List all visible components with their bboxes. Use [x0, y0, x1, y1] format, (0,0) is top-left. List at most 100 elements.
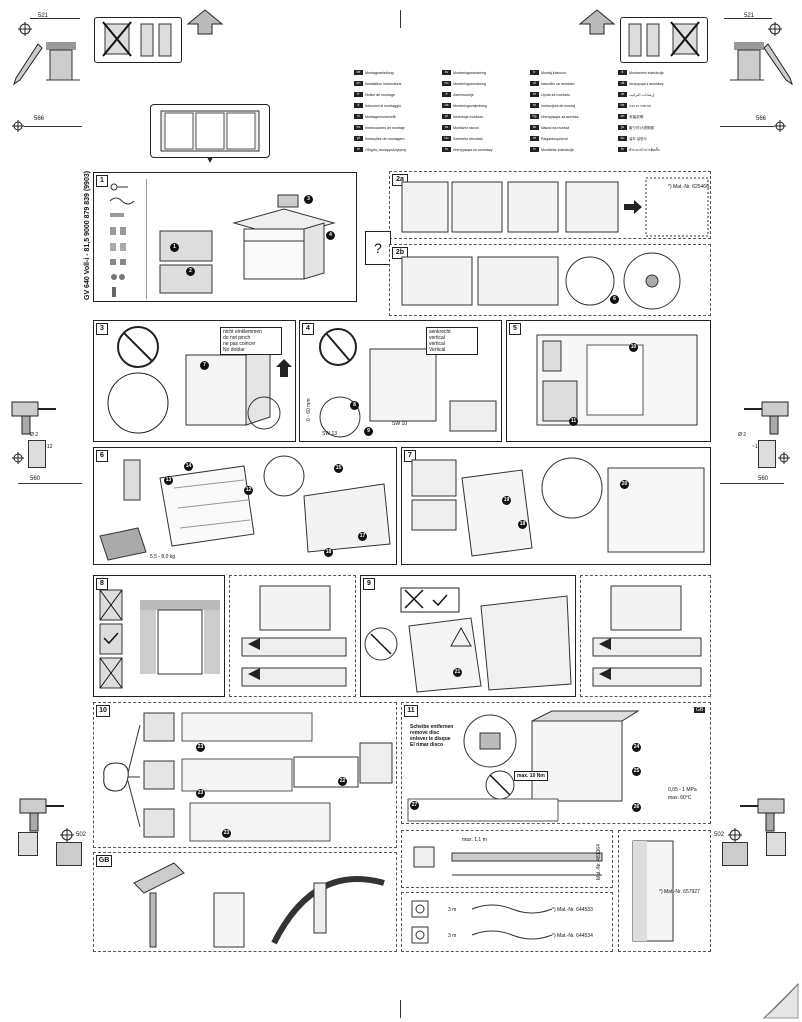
- panel-number: 10: [96, 705, 110, 717]
- language-code: pl: [442, 114, 451, 119]
- drill-block-right: [758, 440, 776, 468]
- up-arrow-icon-left: [186, 9, 224, 35]
- language-code: tr: [530, 70, 539, 75]
- hose-panel: max. 1,1 m: [401, 830, 613, 888]
- language-title: Montāžas instrukcija: [541, 148, 574, 152]
- language-title: Инструкция по монтажу: [453, 148, 493, 152]
- panel-11: 11 Scheibe entfernen remove disc enlever…: [401, 702, 711, 824]
- language-title: คำแนะนำการติดตั้ง: [629, 148, 660, 152]
- step-circle: 18: [324, 548, 333, 557]
- language-code: ro: [530, 103, 539, 108]
- panel-6: 6 5,5 - 8,0 kg 12 13 14 15 17 18: [93, 447, 397, 565]
- dim-bottom-right: 502: [714, 832, 725, 838]
- crosshair-bottom-left: [60, 828, 74, 842]
- model-label: GV 640 Voll-i - 81,5 9000 879 839 (9903): [84, 170, 91, 300]
- dim-line-drill-left: [18, 483, 82, 484]
- panel-number: 11: [404, 705, 418, 717]
- panel-1: 1 1 2 3 4 5: [93, 172, 357, 302]
- dim-line-top-right: [724, 18, 772, 19]
- crosshair-top-left: [18, 22, 32, 36]
- language-code: nl: [354, 114, 363, 119]
- language-title: Инструкция за монтаж: [541, 115, 579, 119]
- crosshair-drill-left: [12, 452, 24, 464]
- language-code: fr: [354, 92, 363, 97]
- language-code: uk: [618, 81, 627, 86]
- language-title: Monteringsanvisning: [453, 82, 486, 86]
- step-circle: 11: [569, 417, 578, 426]
- dim-drill-right: 560: [758, 476, 769, 482]
- step-circle: 7: [200, 361, 209, 370]
- language-title: Szerelési útmutató: [453, 137, 483, 141]
- mat-nr-cable-b: *) Mat.-Nr. 644534: [552, 933, 593, 939]
- language-title: Notice de montage: [365, 93, 396, 97]
- language-title: 安装说明: [629, 115, 644, 119]
- dim-mid-left: 566: [34, 116, 45, 122]
- language-title: Οδηγίες συναρμολόγησης: [365, 148, 407, 152]
- panel-10: 10 23 23 22 23: [93, 702, 397, 848]
- step-circle: 17: [358, 532, 367, 541]
- language-title: Asennusohje: [453, 93, 474, 97]
- sw13-label: SW 13: [322, 431, 338, 437]
- page-curl-icon: [762, 982, 799, 1019]
- pencil-icon-right: [763, 43, 793, 86]
- dim-line-mid-left: [24, 126, 82, 127]
- language-code: it: [354, 103, 363, 108]
- base-bottom-left: [56, 842, 82, 866]
- step-circle: 14: [184, 462, 193, 471]
- language-code: th: [618, 147, 627, 152]
- gb-label: GB: [694, 707, 706, 713]
- language-code: fi: [442, 92, 451, 97]
- dishwasher-illustration: [224, 193, 344, 293]
- up-arrow-icon-right: [578, 9, 616, 35]
- callout-no-pinch: nicht einklemmen do not pinch ne pas coi…: [220, 327, 282, 355]
- panel-number: 4: [302, 323, 314, 335]
- pencil-icon-left: [13, 43, 43, 86]
- panel-number: 9: [363, 578, 375, 590]
- crosshair-mid-left: [12, 120, 24, 132]
- language-code: en: [354, 81, 363, 86]
- drill-icon-bottom-right: [740, 795, 785, 833]
- panel-9-detail: [580, 575, 711, 697]
- dim-top-right: 521: [744, 13, 755, 19]
- callout-remove-disc: Scheibe entfernen remove disc enlever le…: [408, 723, 468, 749]
- panel-8: 8: [93, 575, 225, 697]
- step-circle: 10: [629, 343, 638, 352]
- drill-depth-right: ~12: [752, 444, 761, 450]
- dim-mid-right: 566: [756, 116, 767, 122]
- step-circle: 2: [186, 267, 195, 276]
- language-title: Paigaldusjuhend: [541, 137, 568, 141]
- fold-mark-top: [400, 10, 401, 28]
- mat-nr-label: *) Mat.-Nr. 625466: [668, 184, 709, 190]
- drill-dia-right: Ø 2: [738, 432, 747, 438]
- panel-gb: GB: [93, 852, 397, 952]
- panel-number: 2b: [392, 247, 408, 259]
- panel-number: GB: [96, 855, 112, 867]
- language-code: no: [442, 81, 451, 86]
- language-title: Instruções de montagem: [365, 137, 405, 141]
- step-circle: 13: [164, 476, 173, 485]
- dim-line-drill-right: [720, 483, 784, 484]
- temp-label: max. 60°C: [668, 795, 692, 801]
- language-code: hu: [442, 136, 451, 141]
- drill-depth-left: ~12: [44, 444, 53, 450]
- language-code: sv: [442, 70, 451, 75]
- crosshair-drill-right: [778, 452, 790, 464]
- drill-icon-right: [744, 398, 789, 436]
- step-circle: 27: [410, 801, 419, 810]
- hose-length-label: max. 1,1 m: [462, 837, 487, 843]
- panel-number: 6: [96, 450, 108, 462]
- language-code: ja: [618, 125, 627, 130]
- cable-panel: 3 m 3 m *) Mat.-Nr. 644533 *) Mat.-Nr. 6…: [401, 892, 613, 952]
